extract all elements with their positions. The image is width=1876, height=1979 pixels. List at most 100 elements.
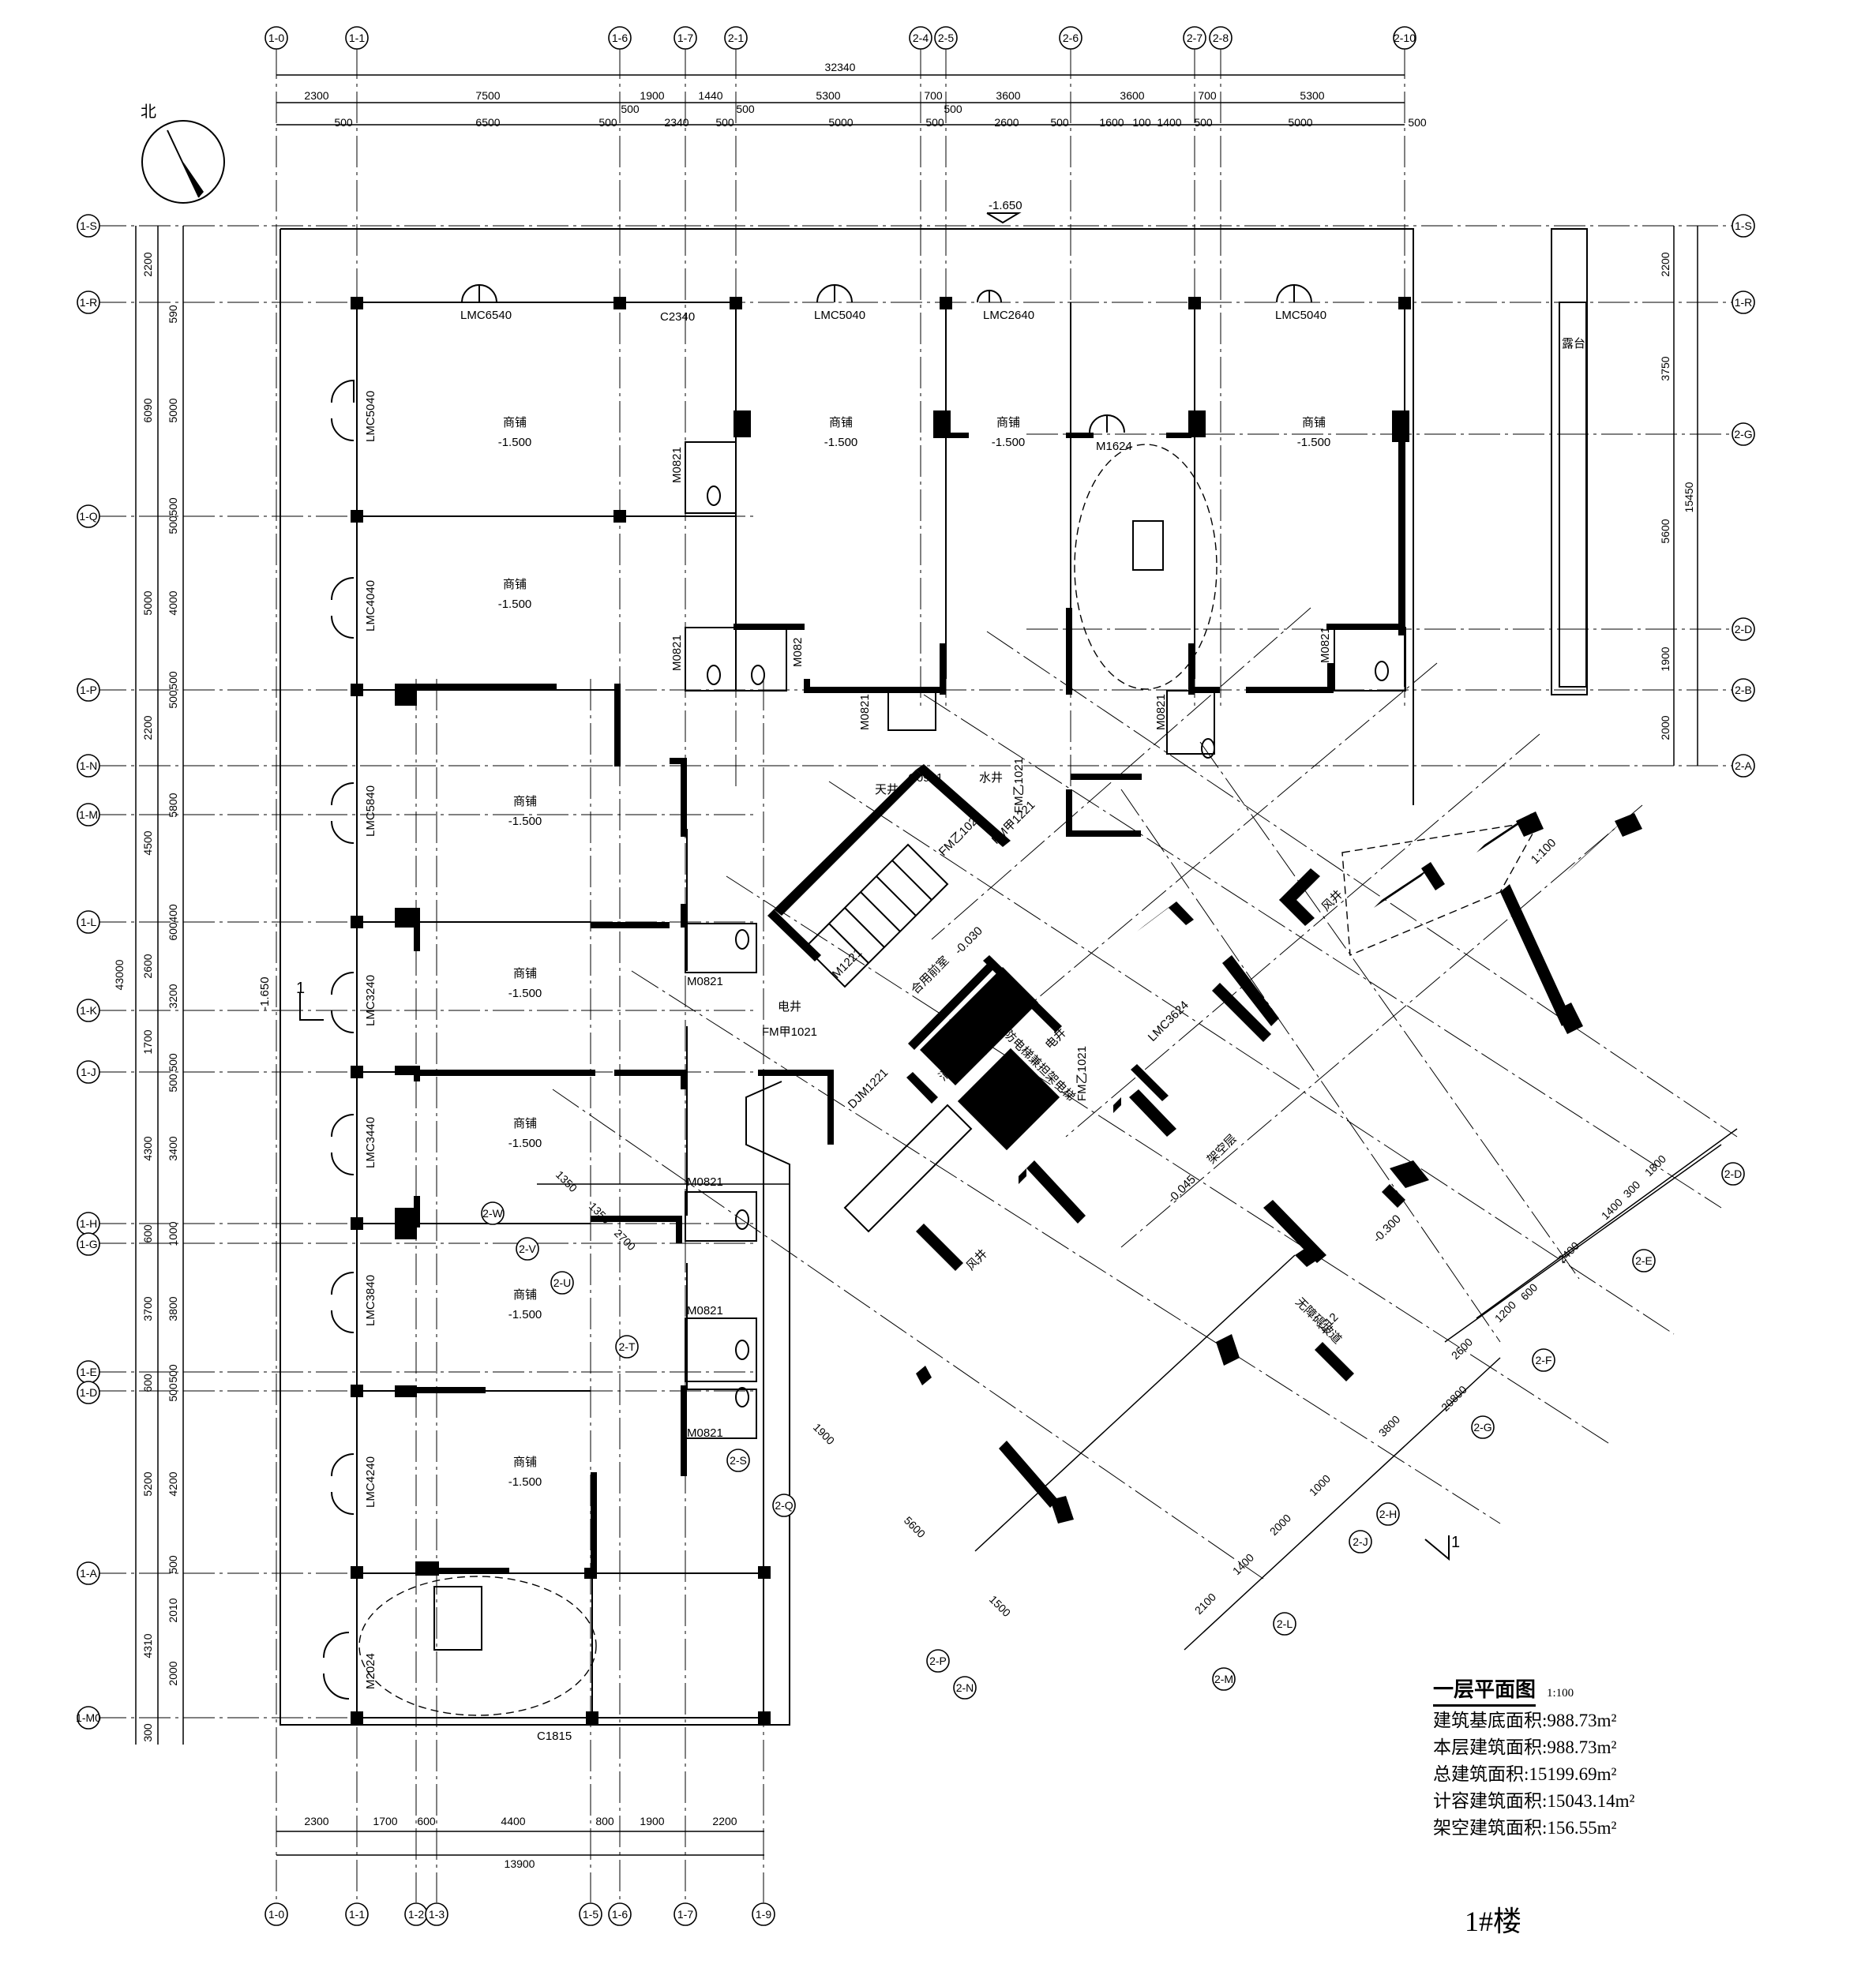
axis-label: 2-6 (1063, 32, 1079, 44)
axis-label: 1-R (1735, 296, 1753, 309)
dim-label: 3750 (1659, 356, 1672, 380)
axis-label: 2-A (1735, 759, 1752, 772)
building-label: 1#楼 (1465, 1906, 1522, 1937)
ramp-slope-label: 1:100 (1529, 836, 1559, 867)
dim-label: 500 (944, 103, 962, 115)
dim-label: 5000 (828, 116, 853, 129)
area-label: 建筑基底面积: (1433, 1711, 1548, 1730)
wc-door-label: M0821 (687, 1426, 723, 1440)
axis-label: 2-7 (1187, 32, 1203, 44)
room-name: 商铺 (513, 1117, 537, 1130)
axis-label: 1-J (81, 1066, 96, 1078)
north-arrow: 北 (141, 103, 225, 204)
area-value: 156.55m² (1547, 1818, 1617, 1838)
dim-label: 1200 (1492, 1299, 1518, 1325)
dim-label: 500 (167, 515, 179, 534)
opening-label: C2340 (660, 310, 695, 324)
room-name: 商铺 (513, 967, 537, 980)
dim-label: 300 (1621, 1178, 1643, 1200)
axis-label: 1-G (79, 1238, 97, 1250)
axis-label: 1-S (1735, 219, 1752, 232)
dim-label: 4310 (141, 1633, 154, 1658)
dim-label: 500 (1050, 116, 1069, 129)
room-elevation: -1.500 (508, 815, 542, 828)
section-mark-label: 1 (1451, 1534, 1460, 1551)
core-door-label: M1221 (830, 946, 865, 980)
dim-left-total: 43000 (113, 959, 126, 990)
axis-label: 2-F (1536, 1354, 1552, 1366)
area-row: 计容建筑面积:15043.14m² (1433, 1789, 1634, 1814)
dim-label: 3400 (167, 1136, 179, 1160)
axis-label: 1-9 (756, 1908, 771, 1921)
axis-label: 1-Q (79, 510, 97, 523)
section-mark-label: 1 (296, 980, 305, 997)
room-elevation: -1.500 (508, 987, 542, 1000)
axis-label: 1-1 (349, 1908, 365, 1921)
dim-label: 5000 (167, 398, 179, 422)
dim-label: 5000 (1288, 116, 1312, 129)
tower-edge-level: -0.300 (1371, 1213, 1404, 1246)
room-name: 商铺 (503, 416, 527, 429)
opening-label: LMC5840 (364, 785, 377, 837)
dim-label: 500 (167, 1364, 179, 1383)
axis-label: 2-W (482, 1207, 503, 1220)
room-name: 商铺 (1302, 416, 1326, 429)
area-value: 15043.14m² (1547, 1791, 1635, 1811)
dim-label: 3700 (141, 1296, 154, 1321)
dim-label: 2400 (1555, 1239, 1581, 1265)
room-name: 商铺 (503, 578, 527, 591)
dim-label: 600 (1518, 1280, 1540, 1302)
area-info-block: 一层平面图 1:100 建筑基底面积:988.73m² 本层建筑面积:988.7… (1433, 1674, 1634, 1841)
dim-label: 2200 (1659, 252, 1672, 276)
axis-label: 2-G (1473, 1421, 1491, 1434)
dim-label: 500 (1408, 116, 1427, 129)
axis-label: 1-2 (408, 1908, 424, 1921)
axis-bubbles-right: 1-S 1-R 2-G 2-D 2-B 2-A (1732, 214, 1755, 778)
area-label: 架空建筑面积: (1433, 1818, 1548, 1838)
dim-label: 2000 (167, 1661, 179, 1685)
dim-label: 15450 (1683, 482, 1695, 512)
dim-label: 2300 (304, 1815, 328, 1827)
dim-label: 1900 (640, 1815, 664, 1827)
axis-label: 2-8 (1213, 32, 1229, 44)
dim-label: 2700 (612, 1227, 638, 1253)
axis-label: 2-S (730, 1454, 747, 1467)
dim-label: 5200 (141, 1471, 154, 1496)
wc-door-label: M0821 (670, 635, 684, 671)
dim-label: 2200 (141, 252, 154, 276)
wc-door-label: M0821 (670, 447, 684, 483)
axis-label: 1-A (80, 1567, 97, 1580)
dim-label: 1440 (698, 89, 722, 102)
dim-label: 500 (167, 497, 179, 516)
site-level: -1.650 (989, 199, 1022, 212)
room-name: 商铺 (513, 795, 537, 808)
room-elevation: -1.500 (1297, 436, 1331, 449)
dim-label: 3600 (996, 89, 1020, 102)
dim-label: 1000 (1307, 1472, 1333, 1498)
dim-label: 2600 (1449, 1336, 1475, 1362)
dim-label: 3200 (167, 984, 179, 1008)
drawing-title: 一层平面图 (1433, 1674, 1536, 1707)
opening-label: LMC5040 (814, 309, 865, 322)
room-name: 商铺 (996, 416, 1020, 429)
dim-label: 500 (715, 116, 734, 129)
misc-label: 水井 (979, 771, 1003, 785)
axis-label: 2-L (1277, 1617, 1293, 1630)
room-elevation: -1.500 (992, 436, 1026, 449)
dim-label: 7500 (475, 89, 500, 102)
opening-label: LMC3840 (364, 1275, 377, 1326)
site-level-left: -1.650 (258, 976, 272, 1010)
dim-label: 1400 (1157, 116, 1181, 129)
axis-label: 2-U (553, 1276, 572, 1289)
dim-label: 1600 (1099, 116, 1124, 129)
dim-label: 500 (334, 116, 353, 129)
room-name: 商铺 (829, 416, 853, 429)
dim-label: 5300 (1300, 89, 1324, 102)
opening-label: M2024 (364, 1653, 377, 1689)
core-door-label: FM乙1021 (936, 810, 985, 859)
dim-label: 1350 (553, 1168, 580, 1194)
dim-label: 3800 (1376, 1413, 1402, 1439)
core-door-label: FM乙1021 (1075, 1046, 1089, 1101)
dim-label: 5300 (816, 89, 840, 102)
